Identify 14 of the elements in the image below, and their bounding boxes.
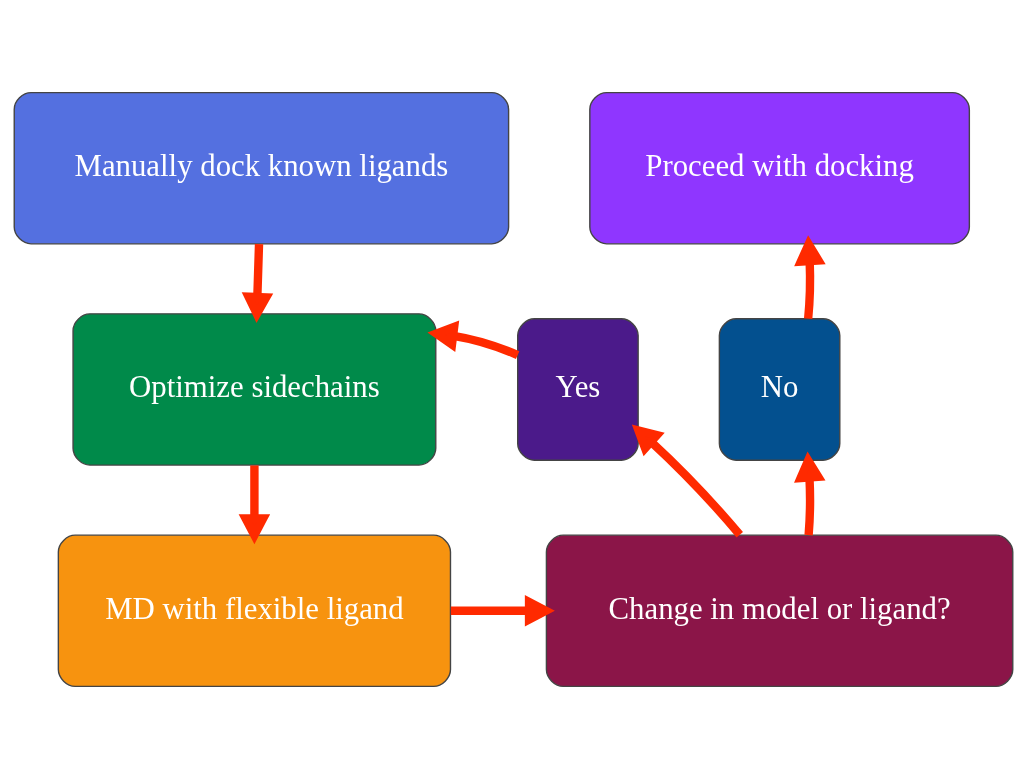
node-box: Yes	[517, 317, 639, 461]
arrow	[427, 320, 520, 359]
node-box: Manually dock known ligands	[13, 91, 510, 245]
node-box: Optimize sidechains	[72, 312, 437, 466]
node-box: MD with flexible ligand	[57, 533, 452, 687]
arrow	[794, 234, 826, 319]
node-box: Proceed with docking	[589, 91, 971, 245]
arrow	[241, 243, 274, 323]
arrow	[450, 594, 555, 627]
node-box: No	[718, 317, 841, 461]
node-box: Change in model or ligand?	[545, 533, 1014, 687]
arrow	[631, 423, 743, 537]
arrow	[794, 451, 826, 535]
arrow	[238, 465, 271, 544]
